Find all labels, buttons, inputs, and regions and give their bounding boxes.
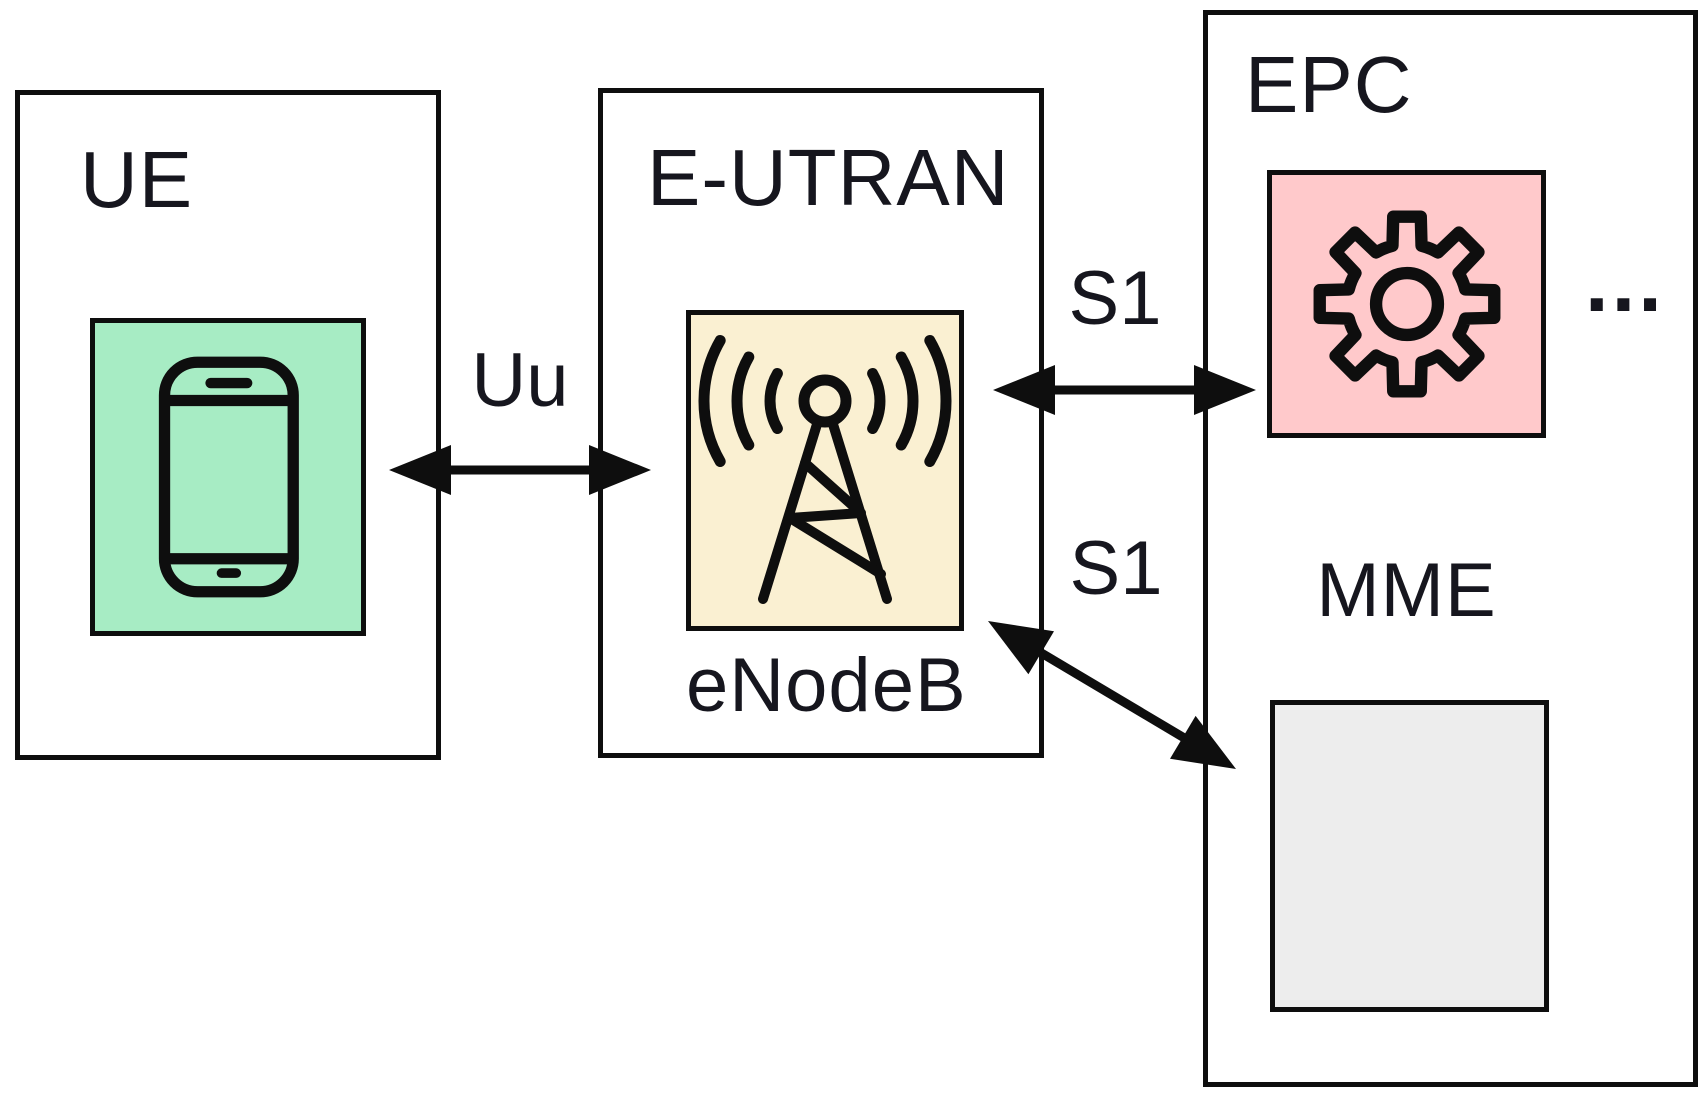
ue-node-box: UE	[15, 90, 441, 760]
ue-label: UE	[80, 135, 194, 224]
eutran-label: E-UTRAN	[647, 133, 1010, 222]
mme-icon-box	[1267, 170, 1546, 438]
ue-device-box	[90, 318, 366, 636]
cell-tower-icon	[698, 334, 952, 604]
enodeb-caption: eNodeB	[686, 643, 967, 728]
s1-upper-interface-label: S1	[1068, 256, 1162, 341]
mme-caption: MME	[1316, 548, 1497, 633]
epc-label: EPC	[1245, 40, 1413, 129]
smartphone-icon	[158, 356, 299, 598]
s1-lower-interface-label: S1	[1069, 526, 1163, 611]
eutran-node-box: E-UTRAN eNodeB	[598, 88, 1044, 758]
unnamed-epc-node-box	[1270, 700, 1549, 1012]
epc-node-box: EPC MME ...	[1203, 10, 1698, 1087]
enodeb-icon-box	[686, 310, 964, 631]
gear-icon	[1313, 210, 1500, 398]
uu-interface-label: Uu	[471, 338, 569, 423]
more-nodes-ellipsis: ...	[1585, 235, 1665, 330]
